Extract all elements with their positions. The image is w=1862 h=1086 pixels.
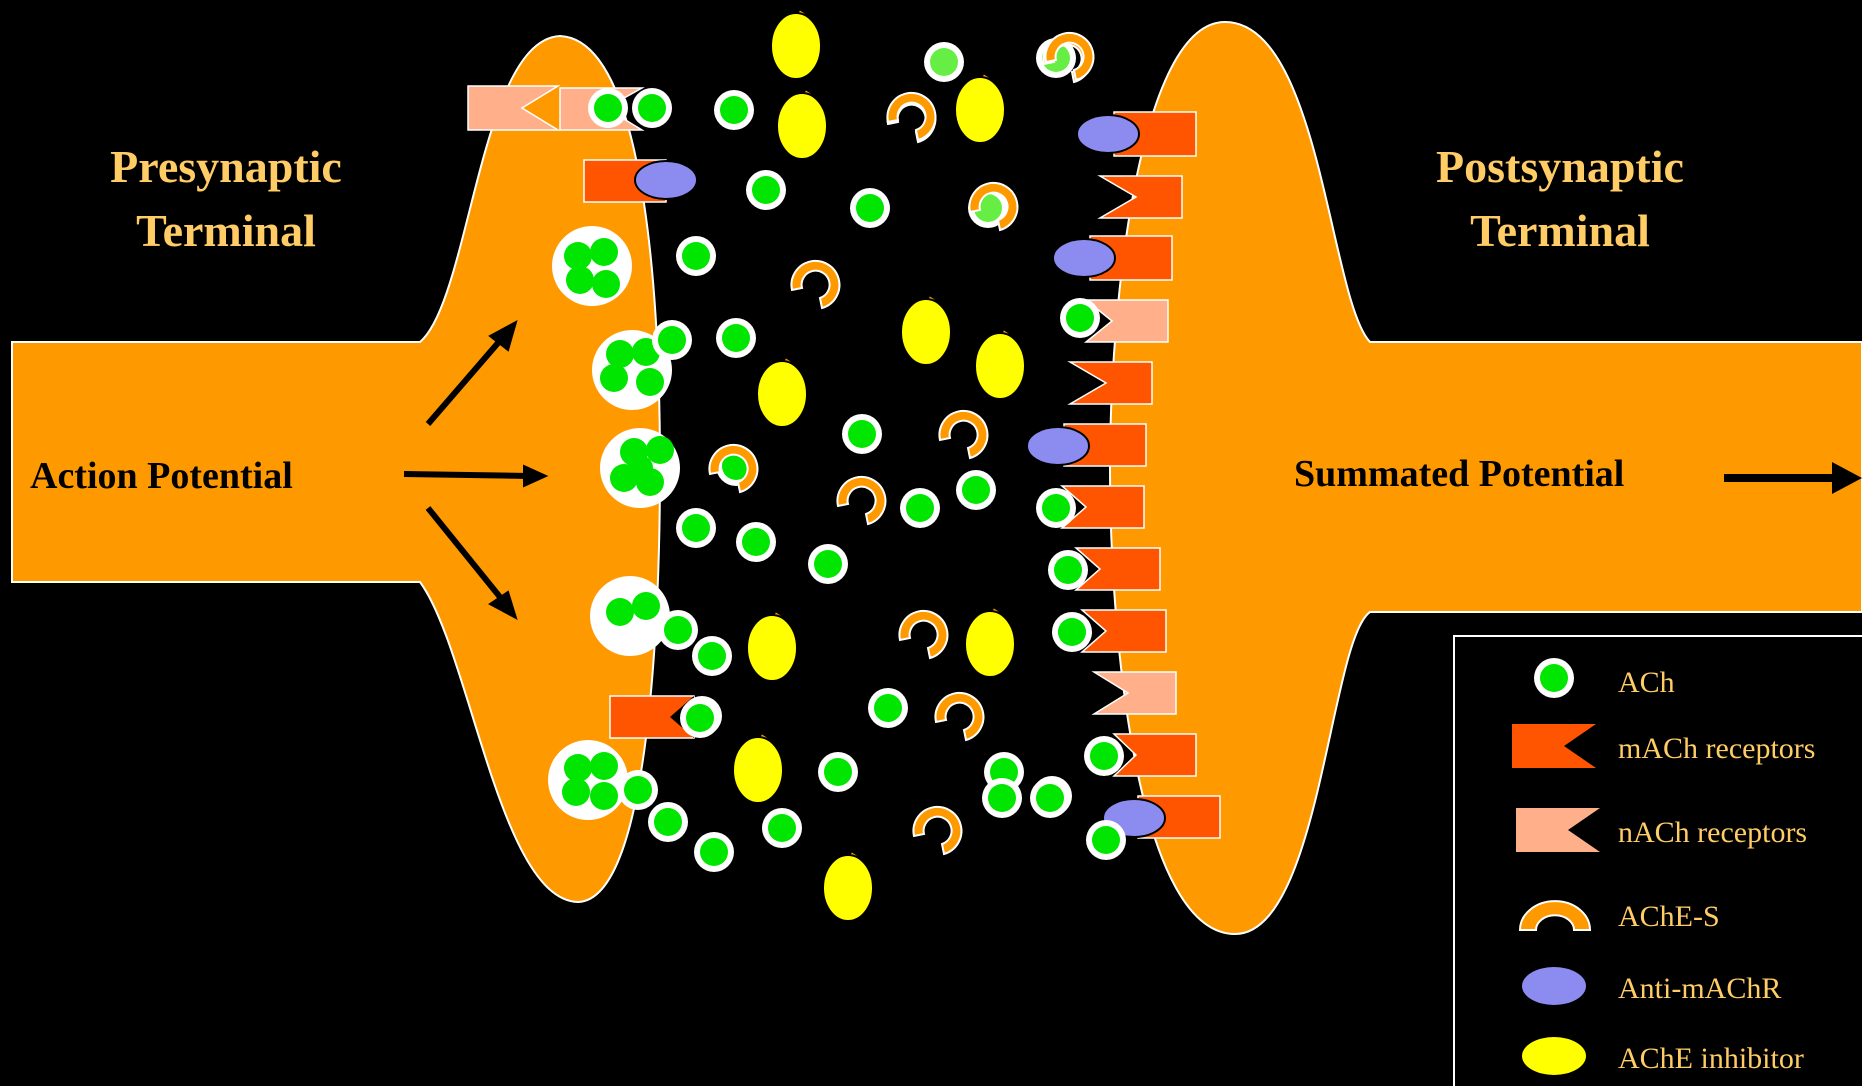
action-potential-arrows (403, 319, 549, 621)
ache-inhibitor-molecules (733, 13, 1025, 921)
nachr-receptor-icon (1516, 808, 1600, 852)
postsynaptic-label-line2: Terminal (1470, 205, 1650, 256)
machr-receptor-icon (1512, 724, 1596, 768)
legend-label-ache-inhibitor: AChE inhibitor (1618, 1042, 1804, 1075)
postsynaptic-terminal (1108, 20, 1862, 936)
presynaptic-label-line2: Terminal (136, 205, 316, 256)
ache-inhibitor-icon (1522, 1037, 1586, 1075)
legend: ACh mACh receptors nACh receptors AChE-S… (1453, 635, 1862, 1086)
legend-label-machr: mACh receptors (1618, 732, 1815, 765)
synaptic-vesicles (548, 226, 680, 820)
postsynaptic-label: Postsynaptic (1436, 141, 1684, 192)
ache-s-icon (1518, 900, 1592, 931)
summated-potential-arrow (1724, 462, 1862, 494)
legend-label-ach: ACh (1618, 666, 1675, 699)
summated-potential-label: Summated Potential (1294, 453, 1624, 495)
ach-molecule-icon (1534, 658, 1574, 698)
legend-label-nachr: nACh receptors (1618, 816, 1807, 849)
legend-label-ache-s: AChE-S (1618, 900, 1720, 933)
anti-machr-icon (1522, 967, 1586, 1005)
action-potential-label: Action Potential (30, 455, 293, 497)
legend-label-anti-machr: Anti-mAChR (1618, 972, 1781, 1005)
presynaptic-label: Presynaptic (110, 141, 342, 192)
